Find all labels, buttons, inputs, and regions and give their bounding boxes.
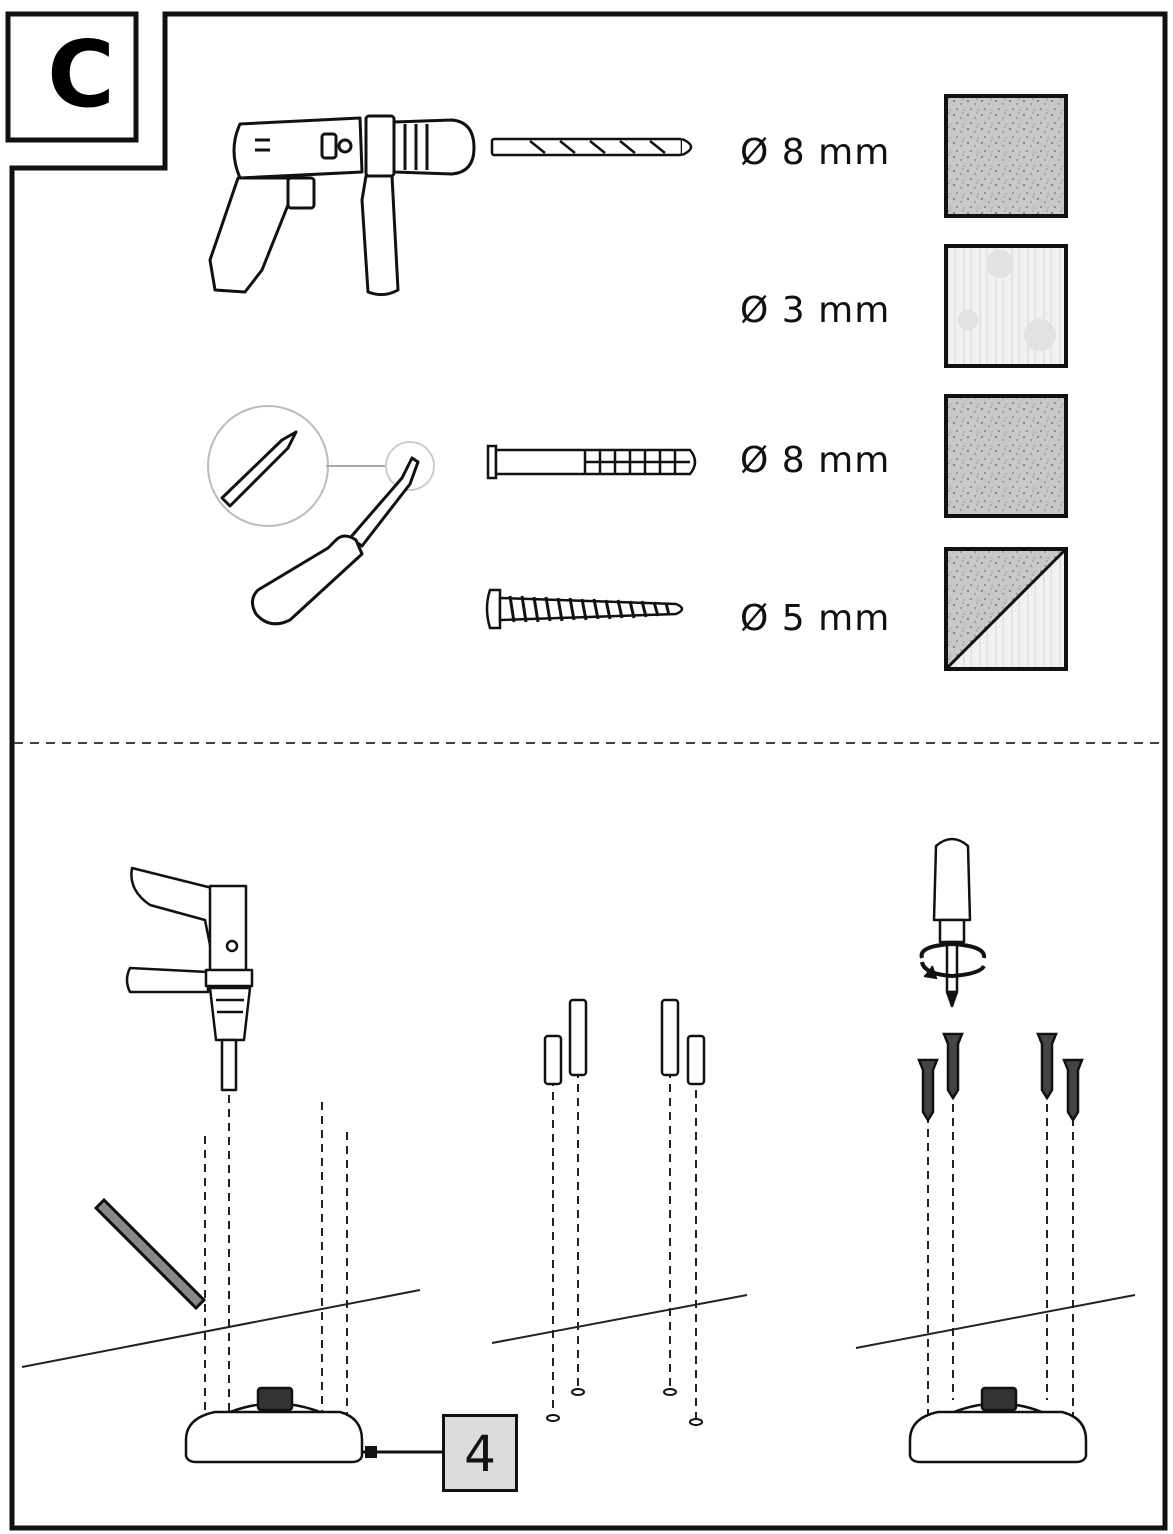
swatch-concrete-2: [944, 394, 1068, 518]
letter-box-frame: [5, 11, 139, 143]
spec-label-screw: Ø 5 mm: [740, 598, 891, 639]
wall-plugs-vertical: [543, 998, 706, 1086]
wall-plug-icon: [486, 444, 697, 480]
screwdriver-vertical-icon: [932, 837, 972, 1008]
wall-line-2: [491, 1294, 748, 1344]
screw-icon: [485, 588, 684, 630]
screwdriver-icon: [207, 405, 435, 626]
drill-guide-lines: [204, 1095, 348, 1430]
part-number-callout: 4: [442, 1414, 518, 1492]
pencil-icon: [93, 1197, 207, 1311]
drill-icon: [208, 114, 476, 297]
wall-line-3: [855, 1294, 1136, 1349]
wall-line-1: [21, 1289, 421, 1368]
base-unit-1: [184, 1386, 364, 1464]
rotate-arrow-icon: [919, 941, 987, 980]
spec-label-drill-concrete: Ø 8 mm: [740, 132, 891, 173]
screws-vertical: [917, 1032, 1084, 1123]
drill-bit-icon: [490, 137, 693, 157]
spec-label-drill-wood: Ø 3 mm: [740, 290, 891, 331]
step-letter: C: [47, 21, 115, 128]
hole-marks: [546, 1388, 703, 1426]
swatch-mixed: [944, 547, 1068, 671]
screw-guide-lines: [927, 1090, 1074, 1435]
plug-guide-lines: [552, 1070, 697, 1420]
swatch-concrete-1: [944, 94, 1068, 218]
base-unit-2: [908, 1386, 1088, 1464]
outer-frame: [9, 11, 1168, 1531]
spec-label-wall-plug: Ø 8 mm: [740, 440, 891, 481]
drill-vertical-icon: [125, 866, 254, 1092]
